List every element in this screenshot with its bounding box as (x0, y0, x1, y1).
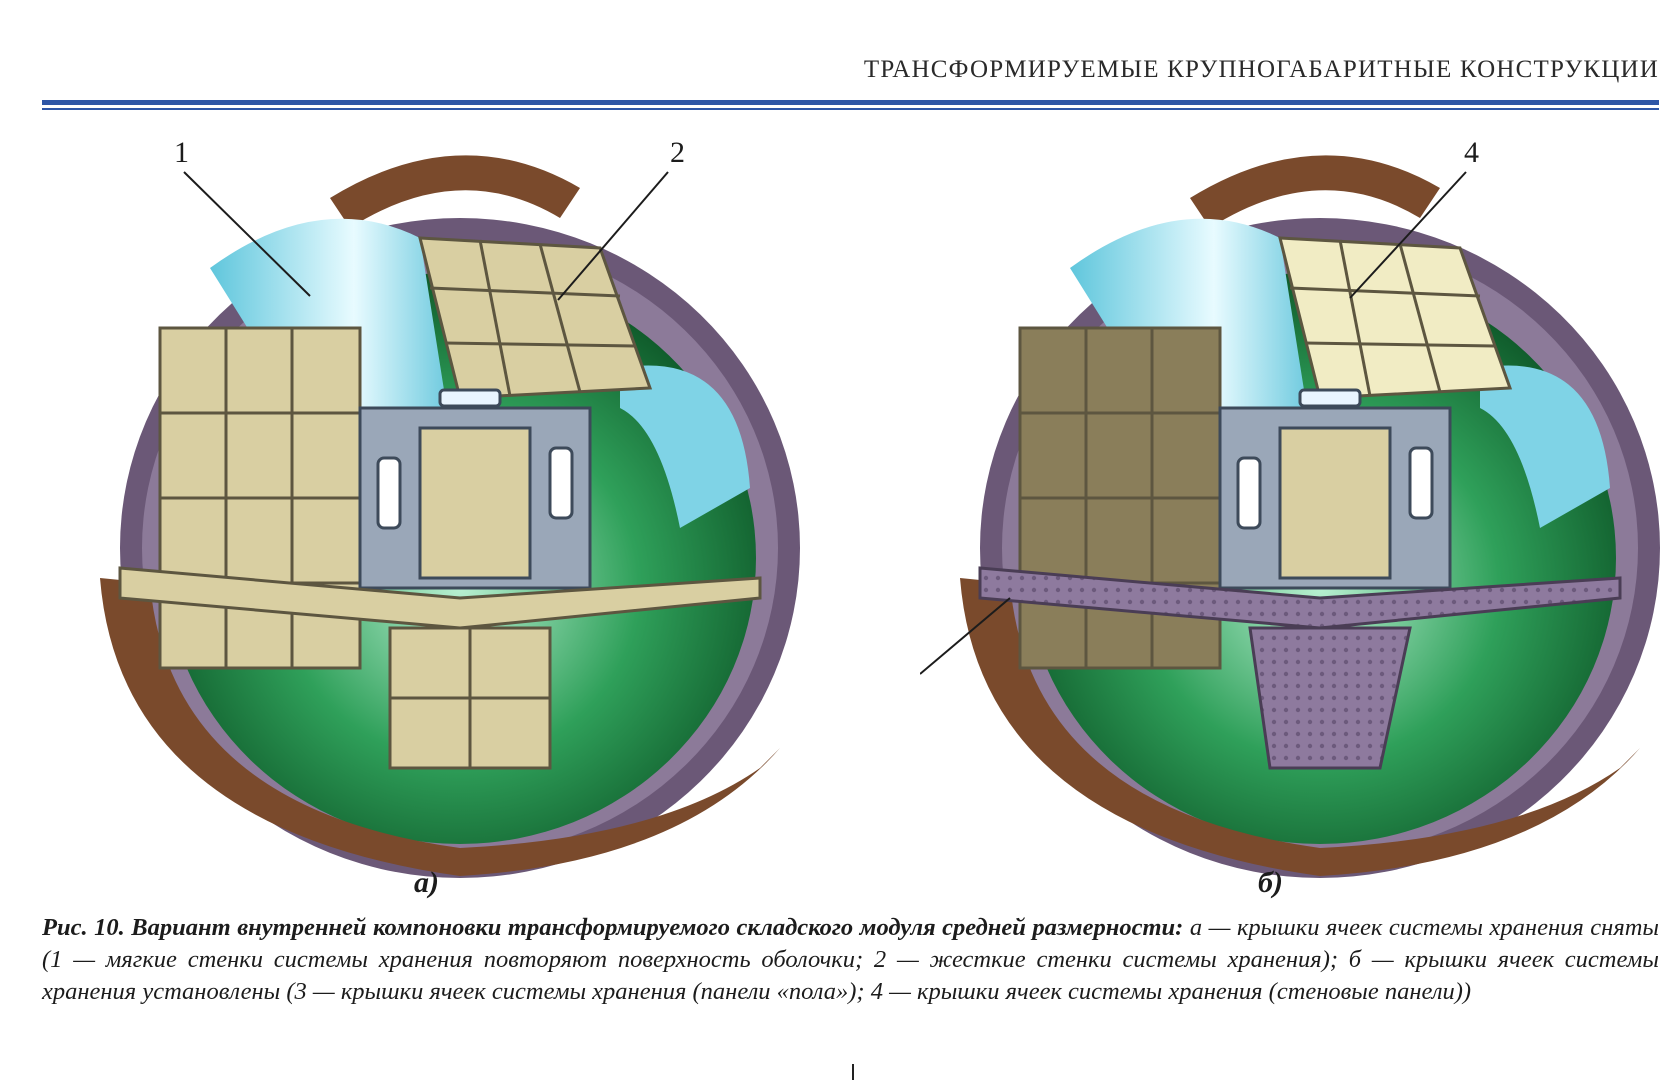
leader-line-4 (1349, 171, 1467, 299)
wall-panels-top (1278, 236, 1513, 400)
floor-panels-lower (1248, 626, 1412, 770)
cyan-right-curve (1480, 365, 1610, 528)
running-header: ТРАНСФОРМИРУЕМЫЕ КРУПНОГАБАРИТНЫЕ КОНСТР… (863, 56, 1659, 83)
center-frame (1218, 388, 1452, 614)
shell-lower-brown (960, 578, 1640, 876)
figure-a-sublabel: а) (414, 866, 439, 899)
figure-caption: Рис. 10. Вариант внутренней компоновки т… (42, 912, 1659, 1008)
caption-body: а — крышки ячеек системы хранения сняты … (42, 914, 1659, 1005)
storage-cells-top (418, 236, 653, 400)
center-frame (358, 388, 592, 614)
storage-cells-lower (388, 626, 552, 770)
callout-4: 4 (1464, 136, 1479, 169)
header-rule-thick (42, 100, 1659, 105)
leader-line-1 (183, 171, 311, 297)
leader-line-3 (920, 597, 1011, 675)
figure-a-illustration: 1 2 (60, 128, 860, 888)
callout-1: 1 (174, 136, 189, 169)
callout-2: 2 (670, 136, 685, 169)
column-divider-tick (852, 1064, 854, 1080)
figure-a-svg: 1 2 (100, 136, 800, 878)
figure-b-illustration: 4 3 (920, 128, 1677, 888)
shell-top-cap (1190, 155, 1440, 228)
figure-b-sublabel: б) (1258, 866, 1283, 899)
header-rule-thin (42, 108, 1659, 110)
shell-top-cap (330, 155, 580, 228)
cyan-right-curve (620, 365, 750, 528)
shell-lower-brown (100, 578, 780, 876)
floor-slab (118, 566, 762, 630)
caption-lead: Рис. 10. Вариант внутренней компоновки т… (42, 914, 1184, 941)
leader-line-2 (557, 171, 669, 301)
floor-panels (978, 566, 1622, 630)
figure-b-svg: 4 3 (920, 136, 1660, 878)
